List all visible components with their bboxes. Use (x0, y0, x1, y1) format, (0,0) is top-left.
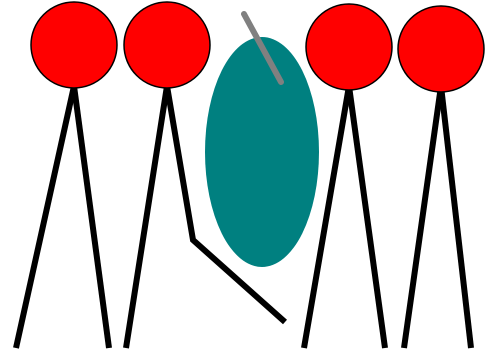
lipid-4-head (398, 6, 484, 92)
lipid-3-head (306, 4, 392, 90)
protein-body (205, 37, 319, 267)
lipid-2-head (124, 2, 210, 88)
lipid-1-head (31, 2, 117, 88)
